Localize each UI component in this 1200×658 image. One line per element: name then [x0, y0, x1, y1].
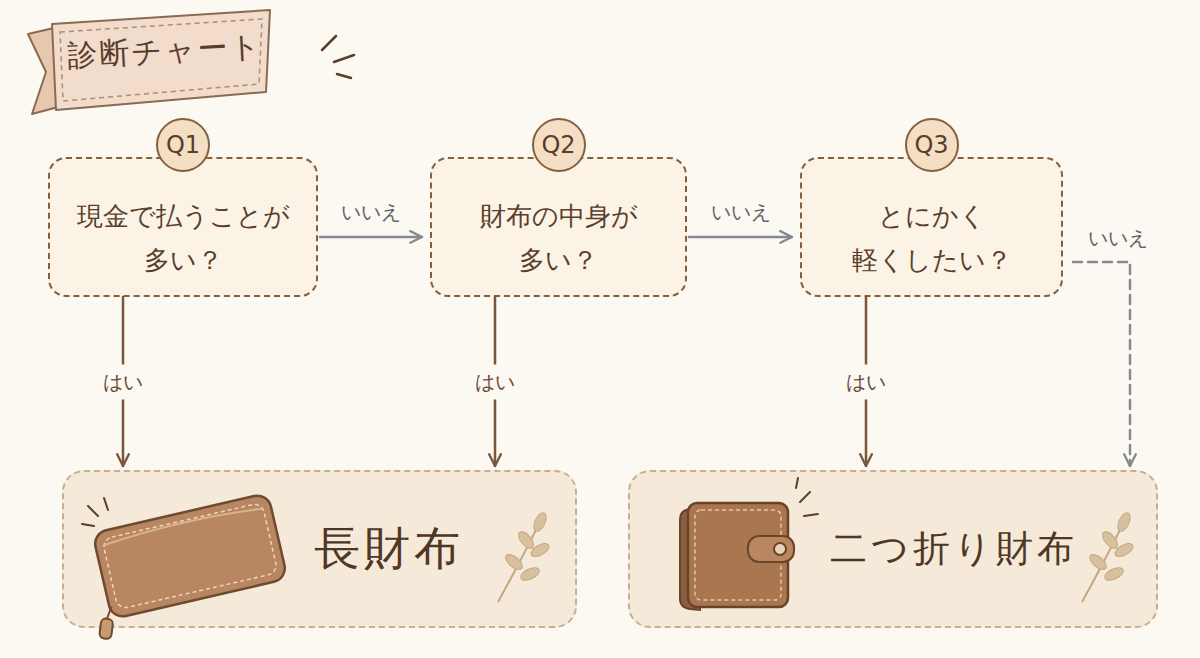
leaf	[503, 552, 525, 573]
leaf	[519, 565, 541, 583]
wallet-stitch	[695, 510, 781, 600]
result-text: 二つ折り財布	[830, 524, 1078, 574]
leaf-sprig	[1082, 511, 1135, 602]
leaf	[1103, 565, 1125, 583]
leaf	[531, 511, 549, 533]
flow-arrow	[494, 297, 497, 466]
sparkle-lines	[82, 498, 108, 526]
zipper-link	[104, 607, 114, 620]
wallet-snap	[774, 543, 786, 555]
sparkle-line	[800, 492, 810, 502]
wallet-body	[688, 503, 788, 607]
ribbon-tail	[28, 27, 62, 114]
wallet-back	[680, 506, 700, 610]
flow-arrow	[1073, 262, 1130, 466]
long-wallet-illustration	[76, 493, 292, 642]
zipper-pull	[99, 618, 113, 639]
leaf	[1087, 552, 1109, 573]
question-box: Q3とにかく 軽くしたい？	[800, 157, 1063, 297]
sparkle-line	[796, 478, 798, 488]
sparkle-line	[804, 514, 818, 516]
question-badge: Q1	[156, 118, 210, 172]
edge-label: いいえ	[1085, 221, 1151, 256]
connector-group	[123, 237, 1130, 466]
question-text: 現金で払うことが 多い？	[50, 194, 316, 282]
edge-label: いいえ	[338, 194, 404, 229]
wallet-body	[92, 493, 287, 619]
sprig-stem	[1082, 518, 1126, 602]
question-text: 財布の中身が 多い？	[432, 194, 685, 282]
question-text: とにかく 軽くしたい？	[802, 194, 1061, 282]
flow-arrow	[320, 236, 422, 239]
ribbon-stitch	[60, 19, 262, 101]
leaf	[1100, 529, 1121, 551]
question-box: Q2財布の中身が 多い？	[430, 157, 687, 297]
question-box: Q1現金で払うことが 多い？	[48, 157, 318, 297]
flow-arrow	[122, 297, 125, 466]
sparkle-line	[104, 498, 108, 510]
title-ribbon	[28, 10, 270, 114]
result-text: 長財布	[314, 518, 464, 580]
flow-arrow	[689, 236, 792, 239]
sparkle-line	[88, 506, 98, 516]
result-box: 長財布	[62, 470, 577, 628]
leaf-sprig	[498, 511, 551, 602]
sprig-stem	[498, 518, 542, 602]
edge-label: いいえ	[708, 194, 774, 229]
sparkle-lines	[322, 36, 354, 78]
question-badge: Q3	[905, 118, 959, 172]
edge-label: はい	[472, 364, 518, 399]
wallet-stitch	[102, 502, 278, 609]
edge-label: はい	[100, 364, 146, 399]
leaf	[529, 541, 551, 560]
sparkle-lines	[796, 478, 818, 516]
wallet-strap	[748, 536, 794, 562]
ribbon-band	[52, 10, 270, 110]
wallet-highlight	[104, 505, 261, 545]
result-box: 二つ折り財布	[628, 470, 1158, 628]
leaf	[516, 529, 537, 551]
chart-title: 診断チャート	[67, 26, 264, 77]
sparkle-line	[82, 524, 94, 526]
bifold-wallet-illustration	[680, 503, 794, 610]
leaf	[1113, 541, 1135, 560]
leaf	[1115, 511, 1133, 533]
flow-arrow	[865, 297, 868, 466]
sparkle-line	[334, 55, 354, 62]
question-badge: Q2	[532, 118, 586, 172]
sparkle-line	[337, 74, 351, 78]
edge-label: はい	[843, 364, 889, 399]
sparkle-line	[322, 36, 336, 50]
